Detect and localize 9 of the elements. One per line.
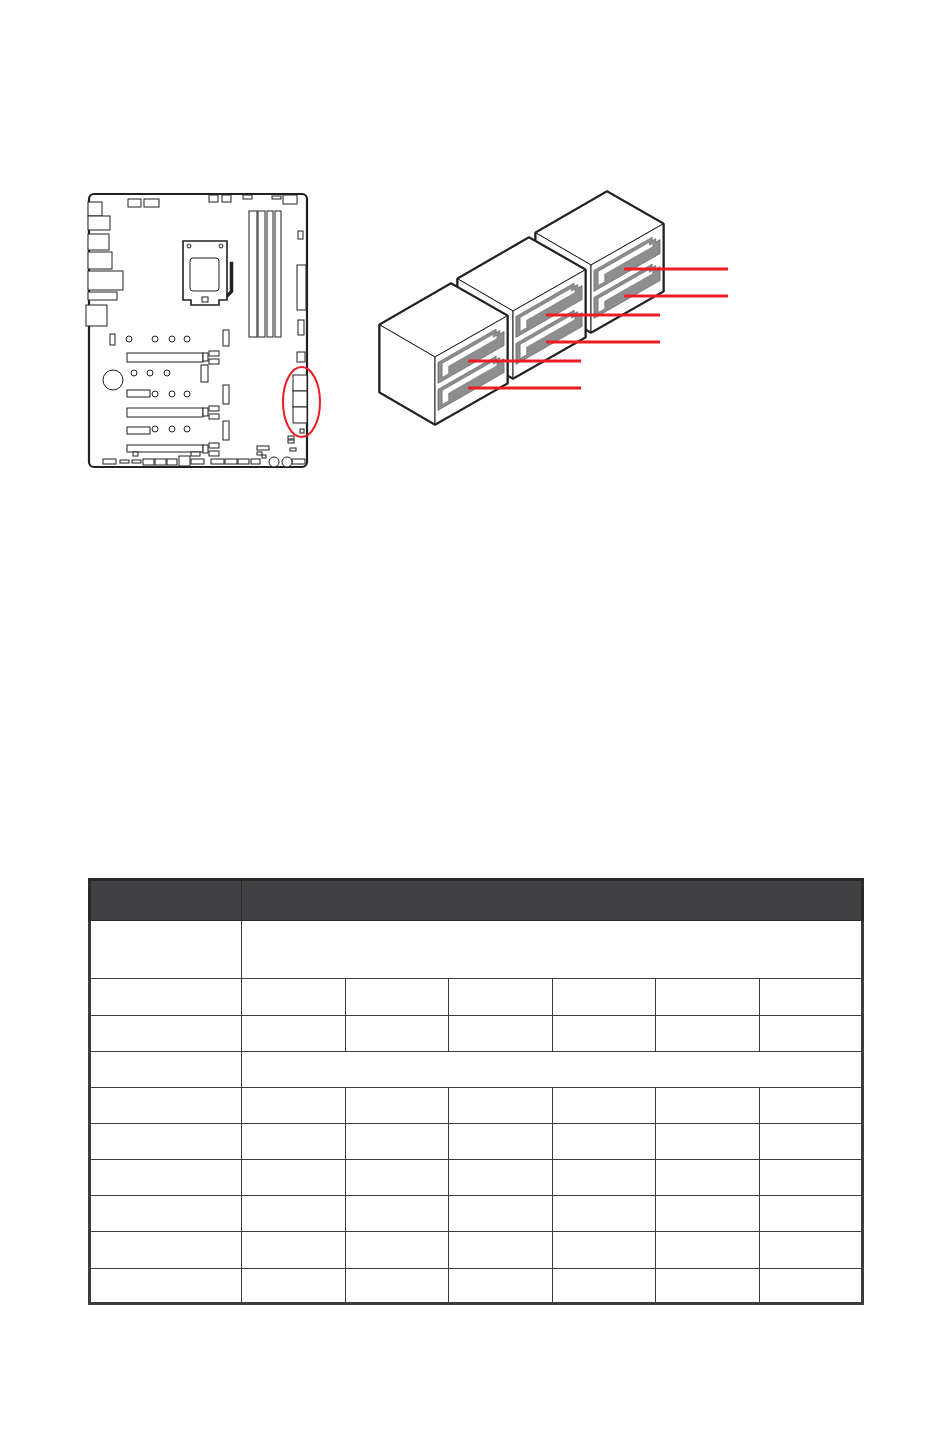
sata-port xyxy=(437,356,505,411)
leader-line xyxy=(624,267,728,271)
leader-line xyxy=(546,313,660,317)
sata-port xyxy=(515,310,583,365)
leader-line xyxy=(468,359,581,363)
leader-line xyxy=(468,386,581,390)
leader-line xyxy=(546,340,660,344)
sata-port xyxy=(593,264,661,319)
leader-line xyxy=(624,294,728,298)
